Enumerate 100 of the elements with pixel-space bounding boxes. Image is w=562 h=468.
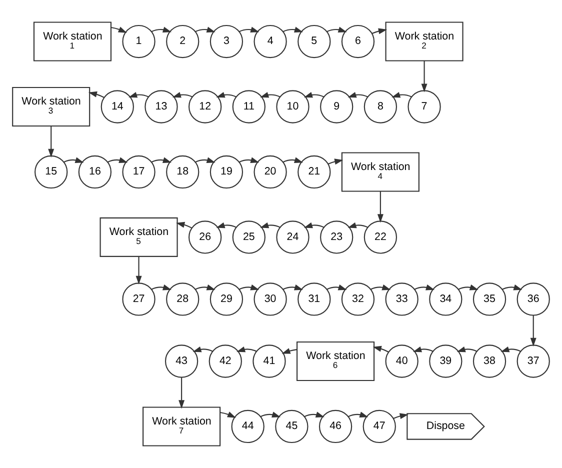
arrow: [421, 60, 428, 92]
arrow: [216, 222, 236, 228]
node-circle: 28: [166, 282, 200, 316]
arrow: [348, 412, 368, 418]
arrow: [372, 28, 388, 34]
node-box: Work station 6: [296, 341, 375, 382]
node-circle: 21: [298, 155, 331, 189]
arrow: [458, 284, 478, 290]
arrow: [192, 346, 213, 352]
arrow: [377, 191, 384, 223]
arrow: [195, 157, 216, 163]
node-circle: 7: [408, 90, 441, 124]
arrow: [128, 92, 149, 98]
node-circle: 27: [122, 282, 156, 316]
arrow: [282, 157, 304, 163]
arrow: [172, 92, 193, 98]
arrow: [348, 222, 368, 228]
node-circle: 20: [254, 155, 287, 189]
node-circle: 24: [276, 220, 310, 254]
node-circle: 43: [164, 344, 198, 378]
arrow: [326, 284, 347, 290]
node-circle: 22: [364, 220, 398, 254]
node-circle: 30: [254, 282, 287, 316]
arrow: [151, 284, 172, 290]
arrow: [195, 284, 216, 290]
arrow: [238, 157, 260, 163]
arrow: [530, 315, 536, 346]
arrow: [456, 346, 478, 352]
arrow: [238, 26, 260, 32]
arrow: [372, 346, 389, 352]
node-circle: 38: [472, 344, 506, 378]
node-circle: 12: [188, 90, 222, 124]
node-circle: 6: [341, 24, 375, 58]
node-circle: 40: [385, 344, 418, 378]
arrow: [282, 26, 304, 32]
node-circle: 4: [254, 24, 287, 58]
node-circle: 25: [232, 220, 266, 254]
arrow: [348, 92, 368, 98]
node-circle: 37: [516, 344, 550, 378]
arrow: [304, 92, 324, 98]
arrow: [176, 222, 192, 228]
node-circle: 16: [78, 155, 112, 189]
node-circle: 31: [298, 282, 331, 316]
arrow: [111, 26, 127, 33]
node-circle: 14: [100, 90, 134, 124]
arrow: [178, 378, 185, 409]
arrow: [64, 157, 84, 163]
arrow: [107, 157, 128, 163]
node-box: Work station 7: [142, 406, 221, 446]
arrow: [370, 284, 391, 290]
arrow: [393, 413, 408, 420]
node-circle: 42: [208, 344, 242, 378]
arrow: [304, 222, 324, 228]
arrow: [216, 92, 236, 98]
node-box: Work station 3: [12, 86, 90, 127]
node-circle: 15: [34, 155, 68, 189]
arrow: [238, 284, 260, 290]
node-circle: 36: [516, 282, 550, 316]
node-box: Work station 2: [385, 22, 464, 62]
node-circle: 2: [166, 24, 200, 58]
node-circle: 3: [210, 24, 244, 58]
arrow: [220, 412, 236, 418]
node-circle: 32: [341, 282, 375, 316]
arrow: [260, 92, 280, 98]
arrow: [500, 346, 521, 352]
node-circle: 34: [429, 282, 462, 316]
arrow: [282, 284, 304, 290]
node-circle: 45: [275, 410, 308, 444]
node-circle: 26: [188, 220, 222, 254]
node-circle: 46: [318, 410, 352, 444]
node-circle: 39: [429, 344, 462, 378]
arrow: [414, 284, 435, 290]
node-circle: 47: [362, 410, 396, 444]
node-circle: 41: [252, 344, 286, 378]
node-circle: 13: [144, 90, 178, 124]
arrow: [151, 26, 172, 32]
node-circle: 33: [385, 282, 418, 316]
node-circle: 19: [210, 155, 244, 189]
node-circle: 8: [364, 90, 398, 124]
arrow: [326, 26, 347, 32]
node-circle: 9: [320, 90, 354, 124]
node-circle: 29: [210, 282, 244, 316]
arrow: [260, 222, 280, 228]
arrow: [304, 412, 324, 418]
node-box: Work station 1: [33, 22, 112, 62]
arrow: [282, 348, 297, 354]
node-circle: 10: [276, 90, 310, 124]
node-circle: 44: [231, 410, 264, 444]
node-box: Work station 4: [341, 152, 420, 192]
node-circle: 23: [320, 220, 354, 254]
node-circle: 11: [232, 90, 266, 124]
arrow: [502, 284, 522, 290]
arrow: [151, 157, 172, 163]
arrow: [88, 91, 104, 98]
arrow: [328, 158, 344, 165]
node-circle: 18: [166, 155, 200, 189]
arrow: [392, 92, 412, 98]
arrow: [260, 412, 281, 418]
arrow: [48, 126, 54, 158]
node-circle: 5: [298, 24, 331, 58]
